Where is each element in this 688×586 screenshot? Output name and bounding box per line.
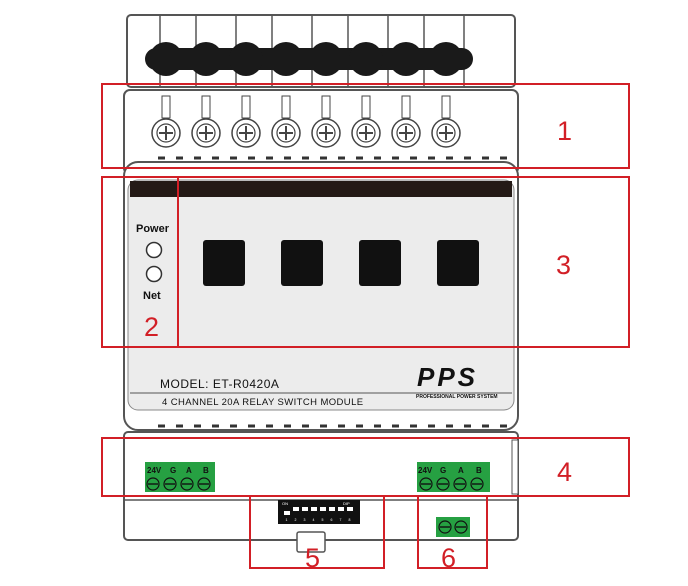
net-led: [145, 265, 163, 283]
dip-lever[interactable]: [329, 507, 335, 515]
dip-number: 8: [349, 518, 351, 522]
screw-terminal-block: [123, 89, 519, 175]
dip-lever[interactable]: [311, 507, 317, 515]
dip-number: 3: [304, 518, 306, 522]
dip-number: 4: [313, 518, 315, 522]
top-wire-housing: [126, 14, 516, 88]
dip-lever[interactable]: [284, 507, 290, 515]
bus-label-24v-right: 24V: [418, 466, 433, 475]
terminal-screw-icon: [191, 95, 221, 148]
bus-terminal-right: 24V G A B: [417, 462, 490, 492]
callout-box-5: [249, 495, 385, 569]
net-label: Net: [143, 290, 161, 302]
bus-label-a-left: A: [186, 466, 192, 475]
bus-screw-icon: [453, 477, 467, 491]
bus-screw-icon: [419, 477, 433, 491]
dip-number: 5: [322, 518, 324, 522]
bus-terminal-left: 24V G A B: [145, 462, 215, 492]
bus-label-a-right: A: [458, 466, 464, 475]
channel-button-1[interactable]: [203, 240, 245, 286]
bus-label-b-right: B: [476, 466, 482, 475]
dip-lever[interactable]: [347, 507, 353, 515]
callout-number-6: 6: [441, 543, 456, 573]
bus-screw-icon: [436, 477, 450, 491]
dip-on-label: ON: [282, 501, 288, 506]
bus-screw-icon: [438, 520, 452, 534]
power-led: [145, 241, 163, 259]
terminal-screw-icon: [231, 95, 261, 148]
terminal-screw-icon: [311, 95, 341, 148]
power-label: Power: [136, 223, 170, 235]
header-bar: [130, 181, 512, 197]
terminal-screw-icon: [151, 95, 181, 148]
brand-tagline: PROFESSIONAL POWER SYSTEM: [416, 394, 498, 400]
dip-number: 7: [340, 518, 342, 522]
callout-box-6: [417, 495, 488, 569]
dip-lever[interactable]: [302, 507, 308, 515]
description-text: 4 CHANNEL 20A RELAY SWITCH MODULE: [162, 397, 364, 408]
channel-button-2[interactable]: [281, 240, 323, 286]
bus-screw-icon: [454, 520, 468, 534]
bus-label-g-right: G: [440, 466, 446, 475]
dip-lever[interactable]: [338, 507, 344, 515]
model-text: MODEL: ET-R0420A: [160, 377, 279, 391]
bus-screw-icon: [197, 477, 211, 491]
bus-screw-icon: [146, 477, 160, 491]
callout-box-3: [101, 176, 630, 348]
bus-label-b-left: B: [203, 466, 209, 475]
brand-logo: PPS: [417, 362, 478, 392]
terminal-screw-icon: [271, 95, 301, 148]
device-body: Power Net MODEL: ET-R0420A 4 CHANNEL 20A…: [123, 161, 519, 431]
power-terminal: [436, 517, 470, 537]
dip-lever[interactable]: [320, 507, 326, 515]
callout-number-1: 1: [557, 116, 572, 146]
callout-number-4: 4: [557, 457, 572, 487]
channel-button-4[interactable]: [437, 240, 479, 286]
callout-boxes: [101, 83, 630, 569]
terminal-screw-icon: [431, 95, 461, 148]
dip-switch: ON DIP 1 2 3 4 5 6 7 8: [278, 500, 360, 524]
dip-number: 6: [331, 518, 333, 522]
callout-box-1: [101, 83, 630, 169]
dip-number: 1: [286, 518, 288, 522]
bus-label-g-left: G: [170, 466, 176, 475]
bus-screw-icon: [180, 477, 194, 491]
callout-number-2: 2: [144, 312, 159, 342]
bus-screw-icon: [470, 477, 484, 491]
channel-buttons: [203, 240, 479, 286]
bus-label-24v-left: 24V: [147, 466, 162, 475]
connector-tab: [296, 531, 326, 553]
dip-lever[interactable]: [293, 507, 299, 515]
dip-number: 2: [295, 518, 297, 522]
callout-number-5: 5: [305, 543, 320, 573]
terminal-screw-icon: [391, 95, 421, 148]
callout-number-3: 3: [556, 250, 571, 280]
wire-entries: [145, 42, 473, 76]
bus-screw-icon: [163, 477, 177, 491]
terminal-screw-icon: [351, 95, 381, 148]
channel-button-3[interactable]: [359, 240, 401, 286]
dip-right-label: DIP: [343, 501, 350, 506]
